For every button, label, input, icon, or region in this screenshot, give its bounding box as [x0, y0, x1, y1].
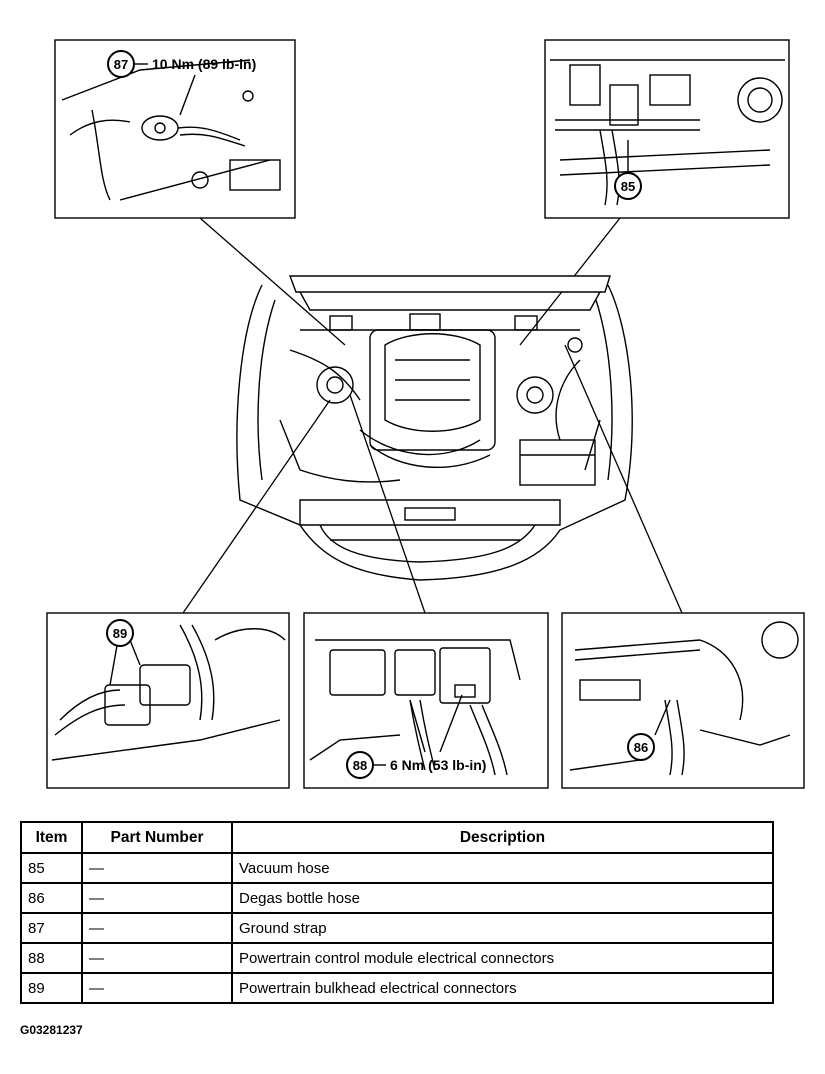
callout-87-number: 87	[114, 57, 128, 72]
callout-85-number: 85	[621, 179, 635, 194]
header-description: Description	[231, 821, 774, 854]
callout-88-number: 88	[353, 758, 367, 773]
cell-part-number: —	[81, 852, 233, 884]
engine-bay-diagram: 87 10 Nm (89 lb-in) 85 89 88 6 Nm (53 lb…	[46, 39, 805, 789]
callout-dashes	[134, 63, 386, 766]
callout-89-number: 89	[113, 626, 127, 641]
header-item: Item	[20, 821, 83, 854]
callout-86-number: 86	[634, 740, 648, 755]
vehicle-engine-bay	[236, 275, 633, 581]
parts-legend-table: Item Part Number Description 85 — Vacuum…	[20, 821, 774, 1004]
cell-description: Powertrain bulkhead electrical connector…	[231, 972, 774, 1004]
figure-code: G03281237	[20, 1023, 83, 1037]
inset-88	[303, 612, 549, 789]
table-row: 87 — Ground strap	[20, 912, 774, 944]
table-row: 85 — Vacuum hose	[20, 852, 774, 884]
inset-89	[46, 612, 290, 789]
cell-item: 85	[20, 852, 83, 884]
cell-part-number: —	[81, 972, 233, 1004]
table-row: 88 — Powertrain control module electrica…	[20, 942, 774, 974]
cell-description: Degas bottle hose	[231, 882, 774, 914]
cell-item: 86	[20, 882, 83, 914]
cell-part-number: —	[81, 942, 233, 974]
table-row: 89 — Powertrain bulkhead electrical conn…	[20, 972, 774, 1004]
cell-item: 89	[20, 972, 83, 1004]
cell-description: Powertrain control module electrical con…	[231, 942, 774, 974]
cell-description: Ground strap	[231, 912, 774, 944]
table-header-row: Item Part Number Description	[20, 821, 774, 854]
cell-description: Vacuum hose	[231, 852, 774, 884]
inset-85	[544, 39, 790, 219]
cell-part-number: —	[81, 912, 233, 944]
table-row: 86 — Degas bottle hose	[20, 882, 774, 914]
cell-item: 87	[20, 912, 83, 944]
inset-87	[54, 39, 296, 219]
cell-part-number: —	[81, 882, 233, 914]
callout-87-torque: 10 Nm (89 lb-in)	[152, 56, 256, 72]
inset-86	[561, 612, 805, 789]
cell-item: 88	[20, 942, 83, 974]
callout-88-torque: 6 Nm (53 lb-in)	[390, 757, 486, 773]
header-part-number: Part Number	[81, 821, 233, 854]
